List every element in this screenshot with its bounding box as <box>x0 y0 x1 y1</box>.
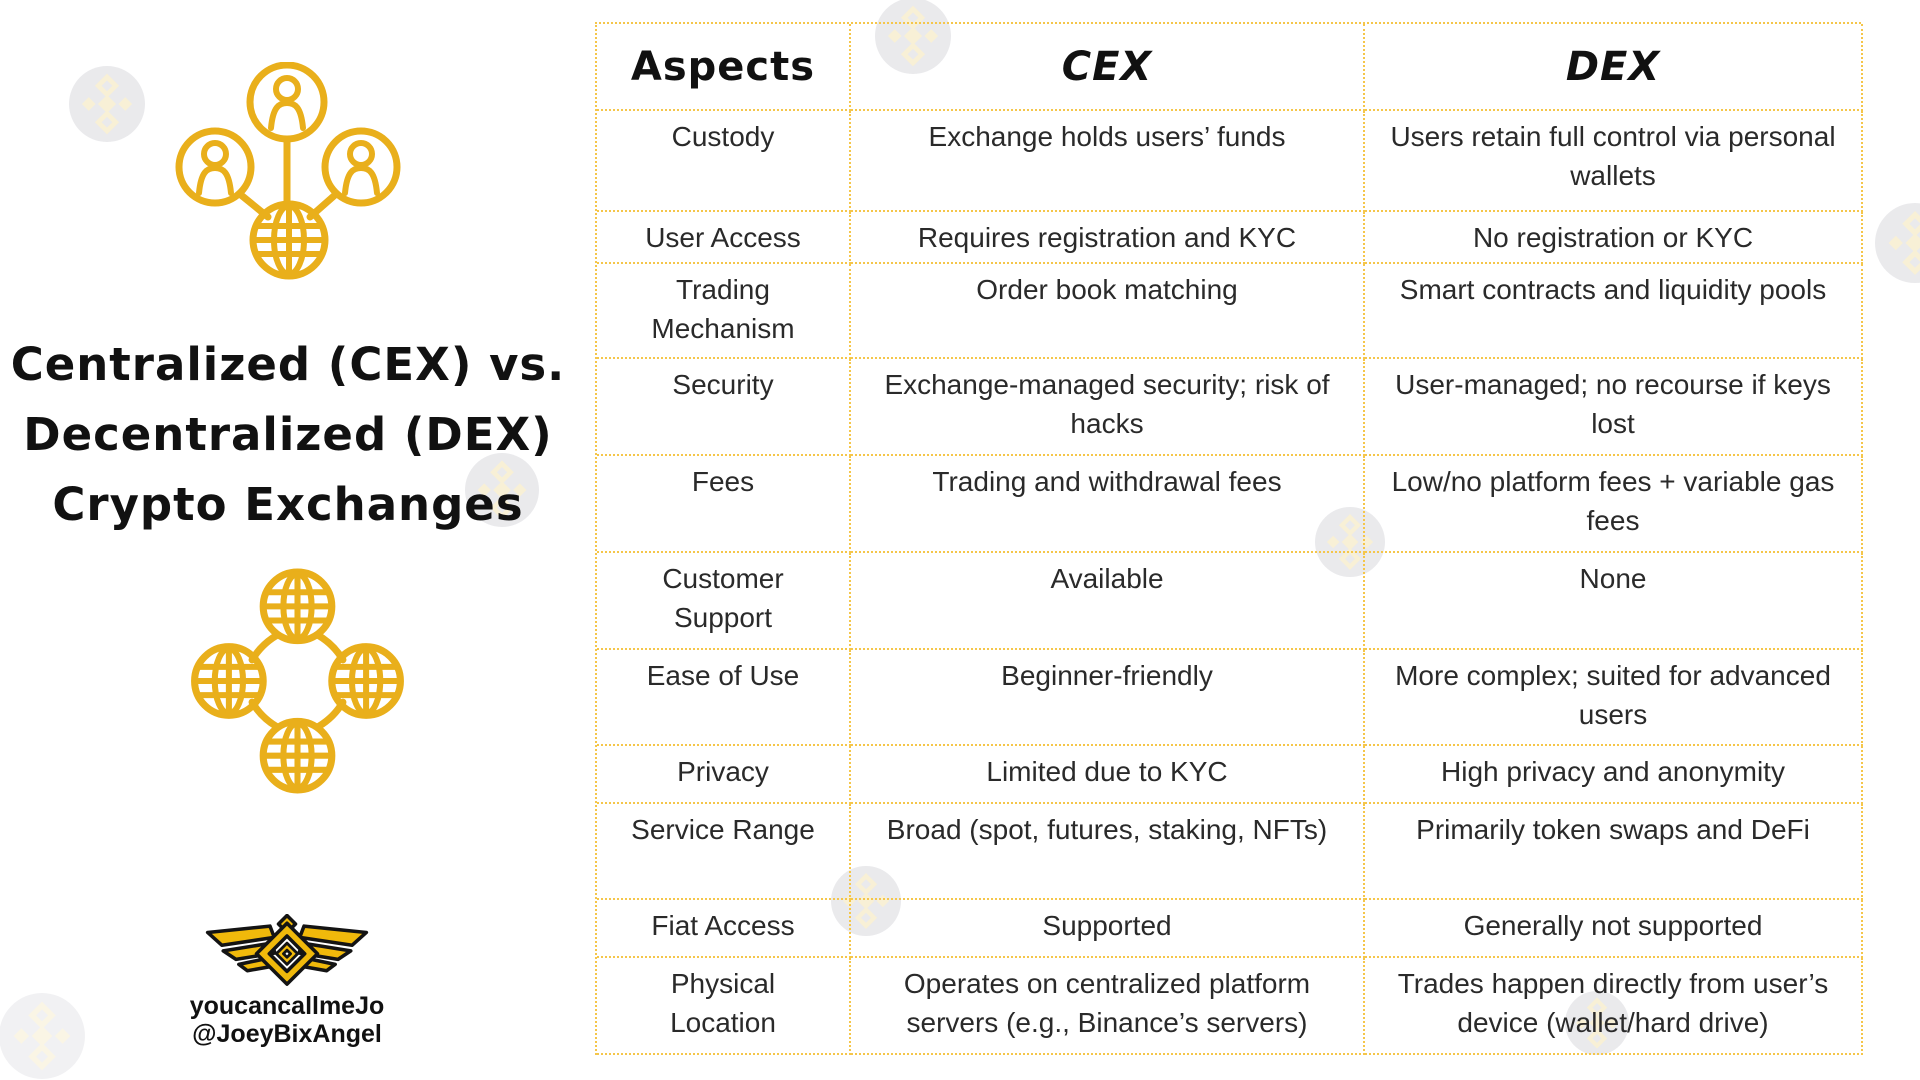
aspect-cell: Physical Location <box>597 958 851 1055</box>
cex-cell: Order book matching <box>851 264 1365 359</box>
connected-globes-icon <box>190 568 405 794</box>
aspect-cell: Security <box>597 359 851 456</box>
aspect-cell: Ease of Use <box>597 650 851 746</box>
dex-cell: None <box>1365 553 1863 650</box>
author-handle: youcancallmeJo @JoeyBixAngel <box>137 992 437 1048</box>
cex-cell: Operates on centralized platform servers… <box>851 958 1365 1055</box>
author-twitter-handle: @JoeyBixAngel <box>192 1020 382 1048</box>
column-header-dex: DEX <box>1365 24 1863 111</box>
cex-cell: Available <box>851 553 1365 650</box>
cex-cell: Trading and withdrawal fees <box>851 456 1365 553</box>
title-line-3: Crypto Exchanges <box>52 478 524 531</box>
dex-cell: High privacy and anonymity <box>1365 746 1863 804</box>
aspect-cell: Trading Mechanism <box>597 264 851 359</box>
dex-cell: Primarily token swaps and DeFi <box>1365 804 1863 900</box>
cex-cell: Exchange-managed security; risk of hacks <box>851 359 1365 456</box>
aspect-cell: Fiat Access <box>597 900 851 958</box>
cex-cell: Beginner-friendly <box>851 650 1365 746</box>
cex-cell: Supported <box>851 900 1365 958</box>
cex-dex-comparison-table: Aspects CEX DEX Custody Exchange holds u… <box>595 22 1863 1055</box>
users-network-globe-icon <box>175 61 403 280</box>
dex-cell: Generally not supported <box>1365 900 1863 958</box>
author-name: youcancallmeJo <box>189 992 385 1020</box>
binance-watermark-icon <box>831 866 901 936</box>
title-line-1: Centralized (CEX) vs. <box>10 338 566 391</box>
aspect-cell: Custody <box>597 111 851 212</box>
binance-watermark-icon <box>1875 203 1920 283</box>
dex-cell: Low/no platform fees + variable gas fees <box>1365 456 1863 553</box>
dex-cell: More complex; suited for advanced users <box>1365 650 1863 746</box>
binance-watermark-icon <box>465 453 539 527</box>
binance-watermark-icon <box>0 993 85 1079</box>
dex-cell: Trades happen directly from user’s devic… <box>1365 958 1863 1055</box>
column-header-cex: CEX <box>851 24 1365 111</box>
aspect-cell: Service Range <box>597 804 851 900</box>
aspect-cell: Fees <box>597 456 851 553</box>
cex-cell: Broad (spot, futures, staking, NFTs) <box>851 804 1365 900</box>
title-line-2: Decentralized (DEX) <box>23 408 553 461</box>
cex-cell: Limited due to KYC <box>851 746 1365 804</box>
cex-cell: Exchange holds users’ funds <box>851 111 1365 212</box>
binance-watermark-icon <box>1565 991 1629 1055</box>
aspect-cell: User Access <box>597 212 851 264</box>
dex-cell: User-managed; no recourse if keys lost <box>1365 359 1863 456</box>
page-title: Centralized (CEX) vs. Decentralized (DEX… <box>8 330 568 540</box>
aspect-cell: Customer Support <box>597 553 851 650</box>
binance-watermark-icon <box>1315 507 1385 577</box>
column-header-aspects: Aspects <box>597 24 851 111</box>
winged-emblem-icon <box>202 913 372 992</box>
dex-cell: No registration or KYC <box>1365 212 1863 264</box>
dex-cell: Users retain full control via personal w… <box>1365 111 1863 212</box>
binance-watermark-icon <box>69 66 145 142</box>
aspect-cell: Privacy <box>597 746 851 804</box>
dex-cell: Smart contracts and liquidity pools <box>1365 264 1863 359</box>
cex-cell: Requires registration and KYC <box>851 212 1365 264</box>
